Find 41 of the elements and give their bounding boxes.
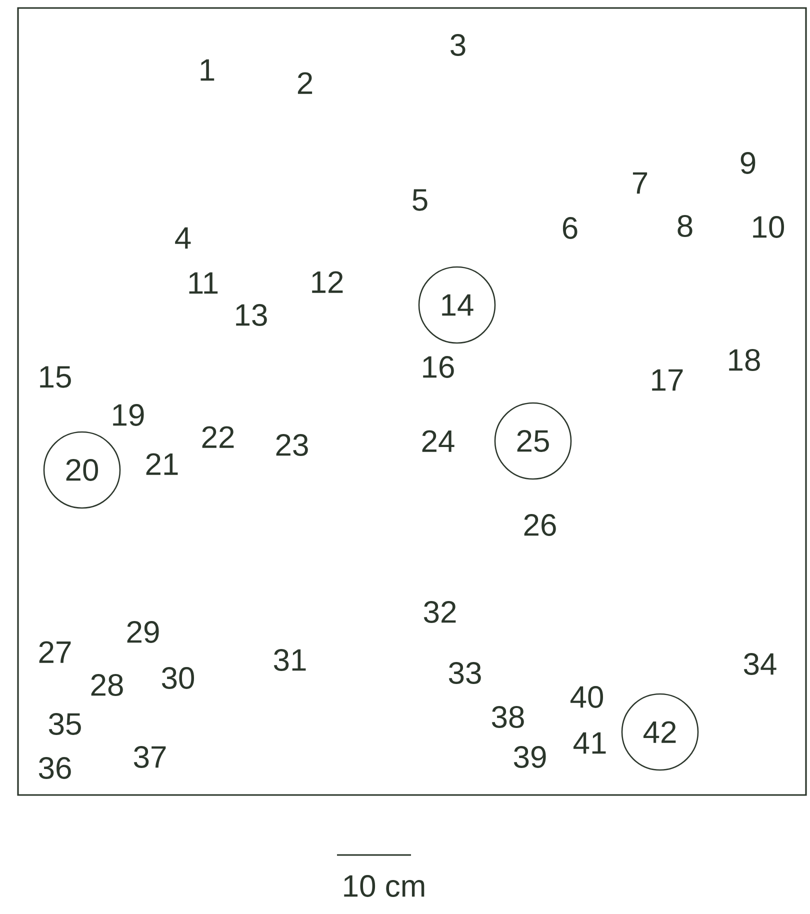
position-number: 27	[39, 641, 71, 663]
position-number: 29	[127, 621, 159, 643]
circled-number: 42	[621, 693, 699, 771]
position-number: 38	[492, 706, 524, 728]
position-number: 23	[276, 434, 308, 456]
position-number: 6	[562, 217, 578, 239]
position-number: 22	[202, 426, 234, 448]
position-number: 33	[448, 662, 481, 684]
position-number: 12	[312, 271, 343, 293]
position-number: 24	[422, 430, 454, 452]
position-number: 32	[424, 601, 456, 623]
position-number: 13	[236, 304, 267, 326]
position-number: 5	[412, 189, 428, 211]
position-number: 8	[678, 215, 692, 237]
position-number: 1	[200, 59, 214, 81]
position-number: 36	[38, 757, 71, 779]
scale-label: 10 cm	[344, 875, 424, 897]
position-number: 11	[189, 272, 218, 294]
position-number: 30	[162, 667, 194, 689]
position-number: 2	[298, 72, 312, 94]
position-number: 16	[423, 356, 454, 378]
position-number: 19	[113, 404, 144, 426]
position-number: 26	[524, 514, 556, 536]
circled-number: 14	[418, 266, 496, 344]
position-number: 28	[91, 674, 123, 696]
position-number: 17	[652, 369, 683, 391]
position-number: 15	[40, 366, 71, 388]
position-number: 40	[570, 686, 604, 708]
position-number: 34	[744, 653, 776, 675]
position-number: 31	[274, 649, 306, 671]
position-number: 35	[48, 713, 81, 735]
circled-number: 20	[43, 431, 121, 509]
position-number: 9	[740, 152, 756, 174]
position-number: 37	[134, 746, 166, 768]
position-number: 10	[753, 216, 784, 238]
position-number: 39	[514, 746, 546, 768]
position-number: 4	[175, 227, 191, 249]
position-number: 3	[450, 34, 466, 56]
position-number: 7	[632, 172, 648, 194]
circled-number: 25	[494, 402, 572, 480]
position-number: 18	[729, 349, 760, 371]
